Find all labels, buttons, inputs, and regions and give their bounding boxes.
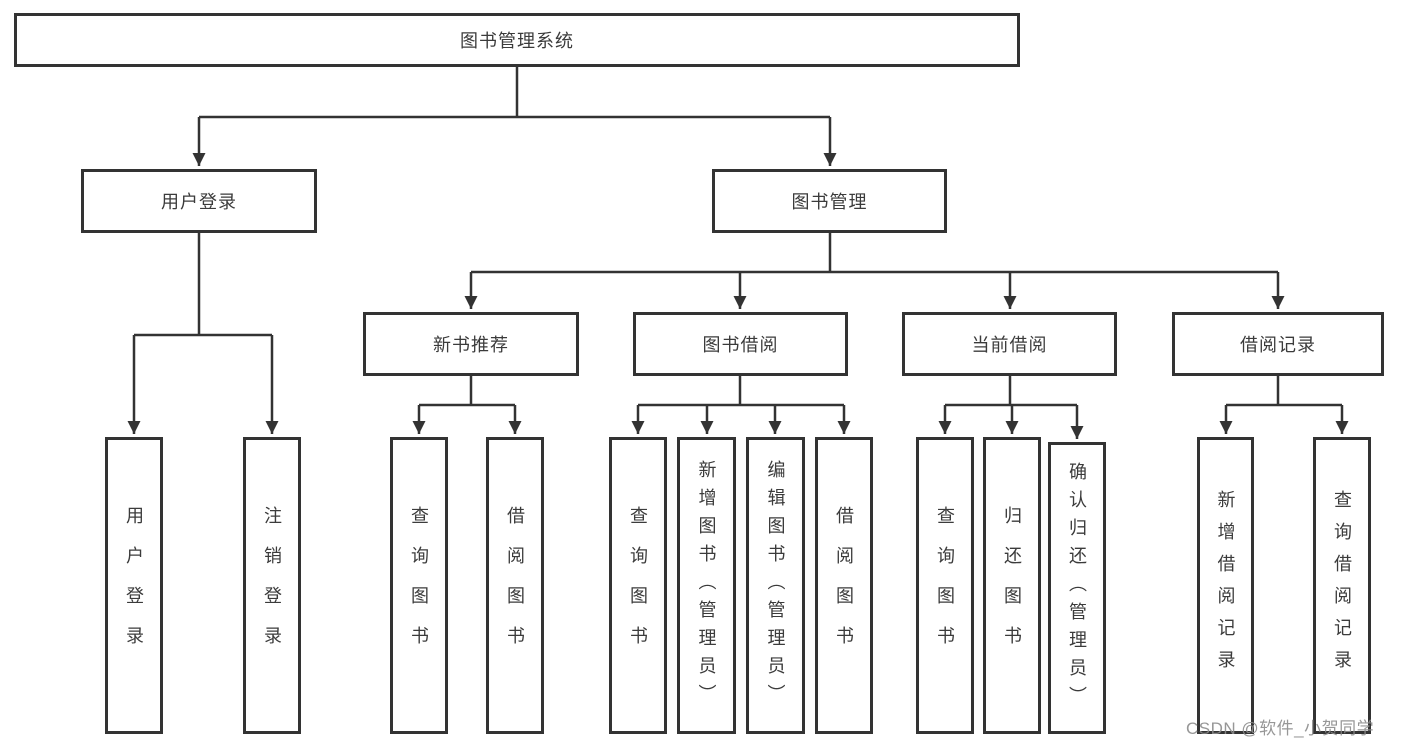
leaf-edit-books-admin: 编辑图书（管理员） (746, 437, 805, 734)
node-book-borrow: 图书借阅 (633, 312, 848, 376)
node-label: 新增图书（管理员） (696, 459, 717, 712)
leaf-query-books-recommend: 查询图书 (390, 437, 448, 734)
leaf-borrow-books-recommend: 借阅图书 (486, 437, 544, 734)
node-current-borrow: 当前借阅 (902, 312, 1117, 376)
node-label: 新书推荐 (433, 335, 509, 355)
node-book-management: 图书管理 (712, 169, 947, 233)
node-label: 查询图书 (628, 505, 648, 666)
node-label: 当前借阅 (971, 335, 1048, 355)
node-label: 查询图书 (409, 505, 429, 666)
node-user-login: 用户登录 (81, 169, 317, 233)
node-label: 借阅图书 (505, 505, 525, 666)
leaf-return-books: 归还图书 (983, 437, 1041, 734)
node-label: 注销登录 (262, 505, 282, 666)
leaf-confirm-return-admin: 确认归还（管理员） (1048, 442, 1106, 734)
leaf-query-books-current: 查询图书 (916, 437, 974, 734)
leaf-add-borrow-record: 新增借阅记录 (1197, 437, 1254, 734)
node-label: 借阅图书 (834, 505, 854, 666)
node-label: 借阅记录 (1240, 335, 1316, 355)
node-label: 用户登录 (124, 505, 144, 666)
node-label: 编辑图书（管理员） (765, 459, 786, 712)
node-label: 查询借阅记录 (1332, 489, 1352, 682)
leaf-borrow-books: 借阅图书 (815, 437, 873, 734)
node-label: 新增借阅记录 (1215, 489, 1236, 682)
node-label: 查询图书 (935, 505, 955, 666)
leaf-logout: 注销登录 (243, 437, 301, 734)
leaf-query-books-borrow: 查询图书 (609, 437, 667, 734)
node-label: 图书管理 (791, 192, 868, 212)
node-label: 图书管理系统 (460, 31, 574, 51)
csdn-watermark: CSDN @软件_小贺同学 (1186, 719, 1375, 738)
node-label: 确认归还（管理员） (1067, 462, 1087, 714)
leaf-user-login: 用户登录 (105, 437, 163, 734)
node-label: 图书借阅 (702, 335, 779, 355)
node-label: 归还图书 (1002, 505, 1022, 666)
node-borrow-records: 借阅记录 (1172, 312, 1384, 376)
node-new-book-recommend: 新书推荐 (363, 312, 579, 376)
leaf-query-borrow-record: 查询借阅记录 (1313, 437, 1371, 734)
node-label: 用户登录 (161, 192, 237, 212)
leaf-add-books-admin: 新增图书（管理员） (677, 437, 736, 734)
node-root-system: 图书管理系统 (14, 13, 1020, 67)
